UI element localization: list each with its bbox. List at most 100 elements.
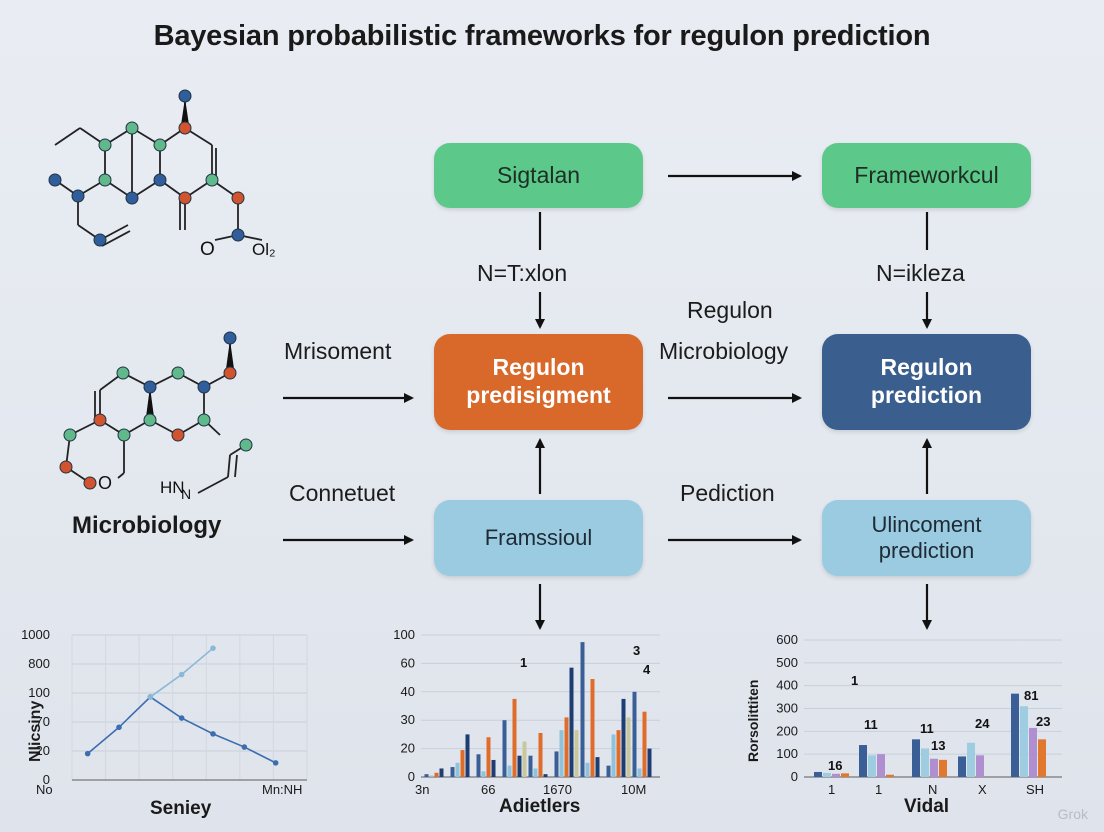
line-chart-point — [178, 671, 185, 678]
bar-chart-middle-bar — [424, 774, 429, 777]
bar-chart-middle-ytick: 30 — [401, 712, 415, 727]
line-chart-point — [241, 744, 248, 750]
bar-chart-middle-bar — [647, 748, 652, 777]
molecule-label-o2: Ol₂ — [252, 240, 276, 259]
bar-chart-middle-bar — [434, 772, 439, 777]
bar-chart-right-bar — [832, 773, 840, 777]
bar-chart-right-annotation-3: 11 — [920, 721, 934, 736]
bar-chart-right-bar — [1029, 727, 1037, 777]
bar-chart-right-bar — [1020, 706, 1028, 777]
bar-chart-middle-bar — [590, 679, 595, 777]
bar-chart-right-bar — [823, 772, 831, 777]
line-chart-ytick: 800 — [28, 656, 50, 671]
line-chart-point — [210, 645, 216, 651]
node-bottom-left: Framssioul — [434, 500, 643, 576]
page-title: Bayesian probabilistic frameworks for re… — [153, 20, 931, 52]
bar-chart-right-bar — [967, 742, 975, 777]
bar-chart-middle-bar — [502, 720, 507, 777]
bar-chart-right-ytick: 100 — [776, 746, 798, 761]
bar-chart-middle-bar — [621, 698, 626, 777]
bar-chart-right-bar — [1011, 693, 1019, 777]
bar-chart-right-bar — [814, 771, 822, 777]
bar-chart-middle-bar — [574, 730, 579, 777]
bar-chart-middle-xtick-3: 10M — [621, 782, 646, 797]
bar-chart-middle-bar — [450, 767, 455, 777]
bar-chart-right-xtick-3: X — [978, 782, 987, 797]
line-chart-ylabel: Nlicsiny — [27, 701, 44, 762]
node-top-left: Sigtalan — [434, 143, 643, 208]
bar-chart-middle-bar — [486, 737, 491, 777]
bar-chart-right-bar — [921, 748, 929, 777]
bar-chart-middle-xtick-1: 66 — [481, 782, 495, 797]
bar-chart-middle-bar — [491, 759, 496, 777]
node-bottom-right: Ulincoment prediction — [822, 500, 1031, 576]
bar-chart-middle-bar — [481, 771, 486, 777]
bar-chart-right-xtick-1: 1 — [875, 782, 882, 797]
bar-chart-middle-ytick: 60 — [401, 655, 415, 670]
bar-chart-right-xtick-0: 1 — [828, 782, 835, 797]
watermark: Grok — [1057, 806, 1088, 822]
line-chart-point — [210, 731, 216, 737]
bar-chart-right-annotation-2: 11 — [864, 717, 878, 732]
bar-chart-middle-bar — [632, 691, 637, 777]
molecule-label-o-bottom: O — [98, 473, 112, 493]
bar-chart-middle-bar — [465, 734, 470, 777]
node-mid-right: Regulon prediction — [822, 334, 1031, 430]
bar-chart-right-bar — [912, 739, 920, 777]
bar-chart-right-ytick: 0 — [791, 769, 798, 784]
bar-chart-middle-bar — [460, 750, 465, 777]
bar-chart-middle-bar — [595, 757, 600, 777]
node-top-right: Frameworkcul — [822, 143, 1031, 208]
molecule-label-hn: HN — [160, 478, 185, 497]
bottom-molecule-diagram: O HN N — [59, 331, 253, 500]
bar-chart-right-ylabel: Rorsolittiten — [745, 680, 761, 762]
edge-label-in-bottom: Connetuet — [289, 480, 396, 506]
bar-chart-right-ytick: 400 — [776, 678, 798, 693]
bar-chart-middle-bar — [585, 762, 590, 777]
bar-chart-middle-bar — [616, 730, 621, 777]
bar-chart-middle-bar — [637, 768, 642, 777]
bar-chart-middle-bar — [569, 667, 574, 777]
bar-chart-right-bar — [930, 758, 938, 777]
line-chart-ytick: 1000 — [22, 627, 50, 642]
bar-chart-middle-bar — [512, 698, 517, 777]
line-chart-series-0 — [87, 695, 277, 764]
molecule-label-o: O — [200, 239, 215, 260]
bar-chart-middle-bar — [580, 642, 585, 777]
edge-label-left-down: N=T:xlon — [477, 260, 568, 286]
bar-chart-middle-bar — [543, 774, 548, 777]
bar-chart-middle-bar — [439, 768, 444, 777]
bar-chart-middle-bar — [517, 755, 522, 777]
molecule-label-n: N — [181, 486, 191, 500]
bar-chart-right-annotation-6: 81 — [1024, 688, 1038, 703]
bar-chart-right-annotation-7: 23 — [1036, 714, 1050, 729]
bar-chart-middle-bar — [538, 732, 543, 777]
bar-chart-right-xlabel: Vidal — [904, 796, 949, 817]
bar-chart-right-bar — [877, 754, 885, 777]
line-chart-point — [84, 750, 91, 757]
bar-chart-right-xtick-2: N — [928, 782, 937, 797]
bar-chart-right-annotation-5: 24 — [975, 716, 990, 731]
line-chart-ytick: 100 — [28, 685, 50, 700]
bar-chart-right-annotation-0: 16 — [828, 758, 842, 773]
bar-chart-middle-xlabel: Adietlers — [499, 796, 580, 817]
bar-chart-right-bar — [859, 745, 867, 777]
bar-chart-middle-ytick: 0 — [408, 769, 415, 784]
bar-chart-middle-bar — [564, 717, 569, 777]
line-chart-point — [147, 694, 154, 700]
bar-chart-right-bar — [886, 774, 894, 777]
bar-chart-middle-xtick-0: 3n — [415, 782, 429, 797]
bar-chart-middle-annotation-0: 1 — [520, 655, 527, 670]
edge-label-mid-top-b: Microbiology — [659, 338, 789, 364]
bar-chart-middle-bar — [559, 730, 564, 777]
line-chart-xlabel: Seniey — [150, 798, 212, 819]
bar-chart-middle-annotation-1: 3 — [633, 643, 640, 658]
edge-label-mid-top-a: Regulon — [687, 297, 773, 323]
bar-chart-middle-bar — [522, 741, 527, 777]
line-chart-ytick: 70 — [36, 714, 50, 729]
bar-chart-right-xtick-4: SH — [1026, 782, 1044, 797]
bar-chart-middle-annotation-2: 4 — [643, 662, 651, 677]
bar-chart-right-ytick: 600 — [776, 632, 798, 647]
line-chart-xtick-1: Mn:NH — [262, 782, 302, 797]
